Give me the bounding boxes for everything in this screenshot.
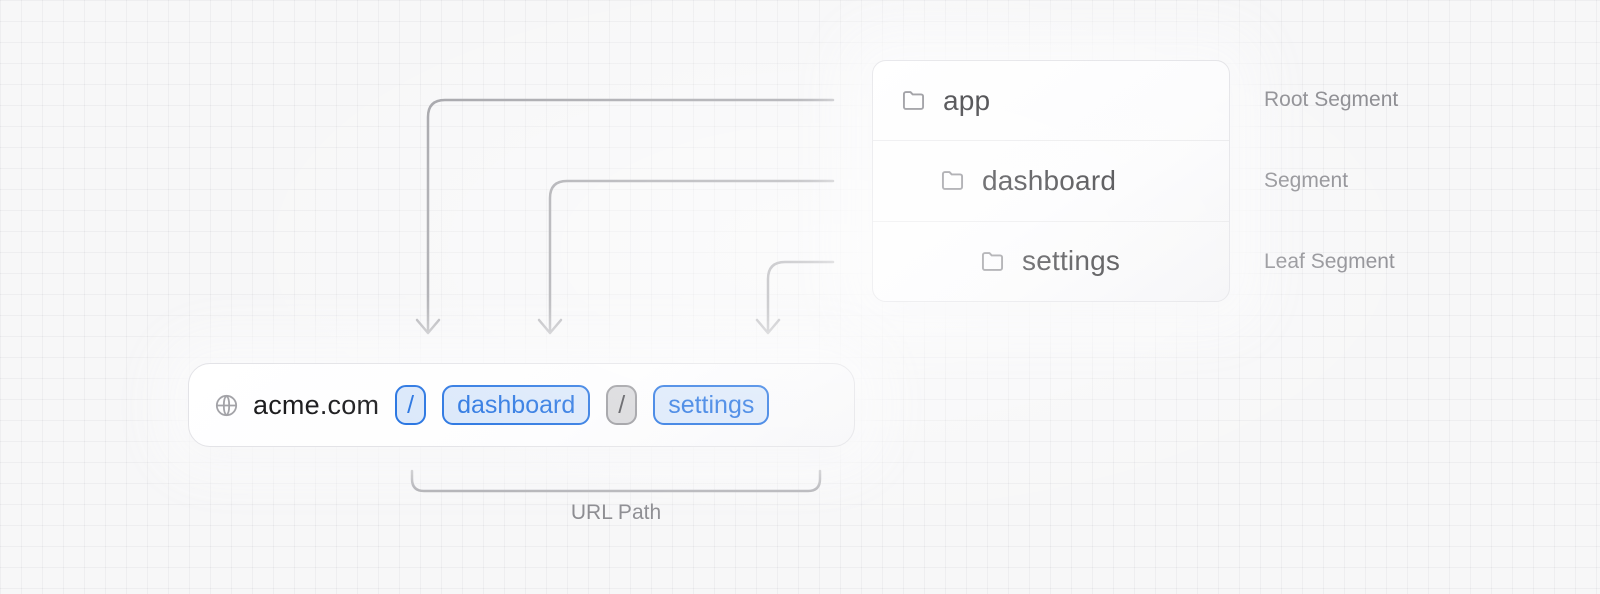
annotation-segment: Segment (1264, 169, 1349, 192)
arrow-segment-icon (537, 179, 835, 335)
annotation-leaf-segment: Leaf Segment (1264, 250, 1395, 273)
url-path-label: URL Path (570, 501, 662, 524)
url-bar: acme.com / dashboard / settings (188, 363, 855, 447)
url-path-brace-icon (410, 469, 822, 493)
folder-row-dashboard: dashboard (873, 140, 1229, 220)
folder-row-app: app (873, 61, 1229, 140)
url-segment-settings: settings (653, 385, 770, 425)
url-segment-slash-1: / (395, 385, 427, 425)
folder-name: settings (1022, 245, 1121, 277)
folder-name: app (943, 84, 991, 116)
url-segment-dashboard: dashboard (442, 385, 591, 425)
annotation-root-segment: Root Segment (1264, 88, 1399, 111)
folder-row-settings: settings (873, 220, 1229, 301)
folder-tree-panel: app dashboard settings (872, 60, 1230, 302)
arrow-root-segment-icon (415, 98, 835, 335)
folder-icon (981, 251, 1004, 271)
url-domain: acme.com (253, 389, 380, 420)
url-segment-slash-2: / (606, 385, 638, 425)
folder-name: dashboard (982, 164, 1117, 196)
arrow-leaf-segment-icon (755, 260, 835, 335)
globe-icon (215, 394, 238, 416)
folder-icon (902, 91, 925, 111)
folder-icon (941, 171, 964, 191)
